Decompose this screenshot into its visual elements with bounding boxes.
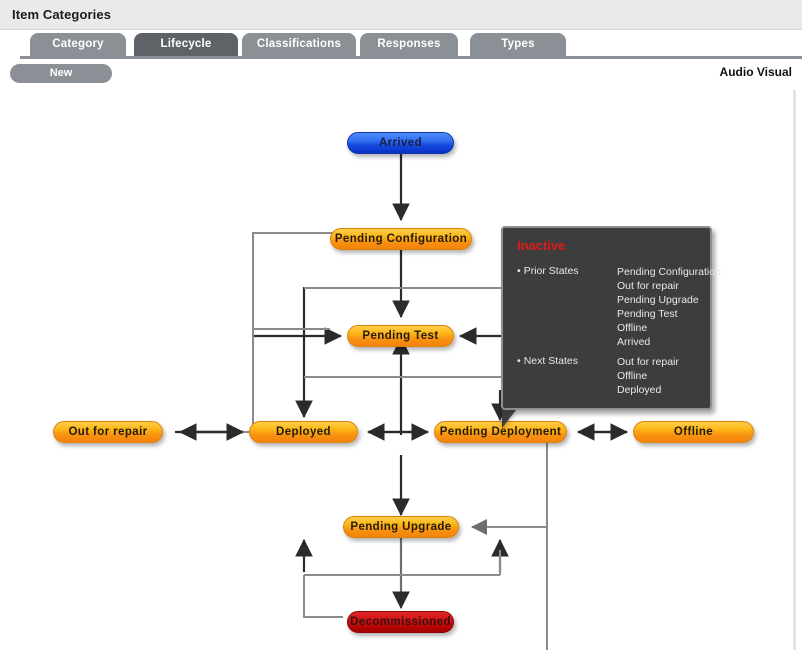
- node-decommissioned[interactable]: Decommissioned: [347, 611, 454, 633]
- tooltip-prior-states-values: Pending Configuration Out for repair Pen…: [617, 265, 721, 349]
- node-out-for-repair[interactable]: Out for repair: [53, 421, 163, 443]
- list-item: Pending Configuration: [617, 266, 721, 278]
- node-pending-configuration[interactable]: Pending Configuration: [330, 228, 472, 250]
- title-bar: Item Categories: [0, 0, 802, 30]
- node-pending-upgrade[interactable]: Pending Upgrade: [343, 516, 459, 538]
- tab-lifecycle[interactable]: Lifecycle: [134, 33, 238, 56]
- bullet-icon: •: [517, 265, 521, 277]
- tab-types[interactable]: Types: [470, 33, 566, 56]
- page-title: Item Categories: [12, 7, 112, 22]
- node-offline[interactable]: Offline: [633, 421, 754, 443]
- bullet-icon: •: [517, 355, 521, 367]
- tab-strip: Category Lifecycle Classifications Respo…: [0, 31, 802, 59]
- category-name-label: Audio Visual: [719, 65, 792, 79]
- tooltip-title: Inactive: [517, 238, 566, 253]
- connector-layer: [175, 154, 629, 650]
- tooltip-next-states-values: Out for repair Offline Deployed: [617, 355, 679, 397]
- tooltip-pointer: [502, 410, 516, 428]
- tooltip-prior-states-key-text: Prior States: [523, 265, 579, 277]
- tooltip-next-states-key-text: Next States: [523, 355, 578, 367]
- tab-strip-rule: [20, 56, 802, 59]
- list-item: Pending Test: [617, 308, 678, 320]
- list-item: Arrived: [617, 336, 651, 348]
- node-deployed[interactable]: Deployed: [249, 421, 358, 443]
- tooltip-prior-states-key: •Prior States: [517, 265, 611, 277]
- list-item: Pending Upgrade: [617, 294, 699, 306]
- node-arrived[interactable]: Arrived: [347, 132, 454, 154]
- list-item: Offline: [617, 370, 648, 382]
- list-item: Out for repair: [617, 280, 679, 292]
- tab-responses[interactable]: Responses: [360, 33, 458, 56]
- toolbar: New Audio Visual: [0, 60, 802, 90]
- list-item: Out for repair: [617, 356, 679, 368]
- state-details-tooltip: Inactive •Prior States Pending Configura…: [501, 226, 721, 428]
- list-item: Offline: [617, 322, 648, 334]
- tab-category[interactable]: Category: [30, 33, 126, 56]
- new-button[interactable]: New: [10, 64, 112, 83]
- tab-classifications[interactable]: Classifications: [242, 33, 356, 56]
- lifecycle-diagram-canvas: Arrived Pending Configuration Pending Te…: [0, 90, 796, 650]
- node-pending-test[interactable]: Pending Test: [347, 325, 454, 347]
- list-item: Deployed: [617, 384, 662, 396]
- tooltip-next-states-key: •Next States: [517, 355, 611, 367]
- node-pending-deployment[interactable]: Pending Deployment: [434, 421, 567, 443]
